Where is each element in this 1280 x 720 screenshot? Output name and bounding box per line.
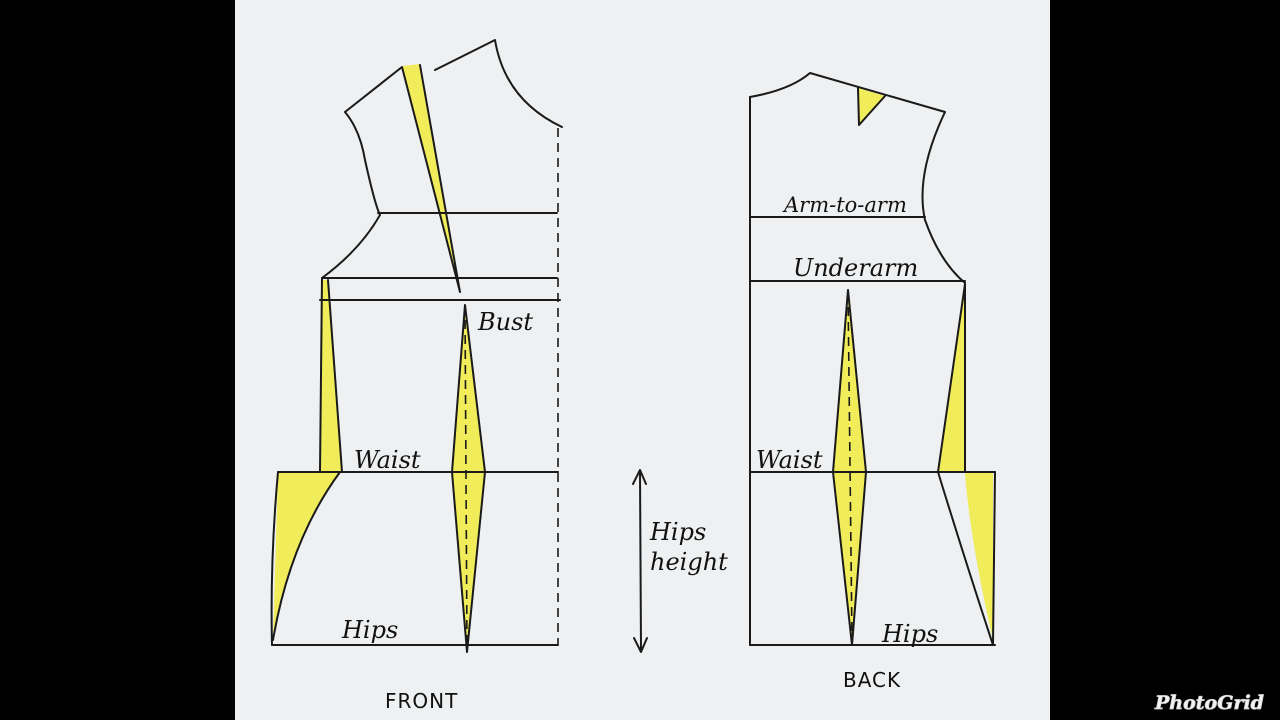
paper xyxy=(235,0,1050,720)
back-caption: BACK xyxy=(843,668,901,692)
back-shoulder-dart xyxy=(858,88,885,125)
back-hip-flare xyxy=(965,473,993,640)
back-hips-label: Hips xyxy=(881,620,938,648)
bust-label: Bust xyxy=(477,308,533,336)
photogrid-watermark: PhotoGrid xyxy=(1154,692,1264,714)
front-caption: FRONT xyxy=(385,689,458,713)
back-armhole xyxy=(921,111,966,284)
front-side-dart xyxy=(320,280,342,472)
arm-to-arm-label: Arm-to-arm xyxy=(782,193,907,217)
underarm-label: Underarm xyxy=(793,254,918,282)
front-waist-dart xyxy=(452,305,485,650)
hips-height-label-2: height xyxy=(650,548,728,576)
back-bodice: Arm-to-arm Underarm Waist Hips BACK xyxy=(749,72,996,692)
hips-height-arrow: Hips height xyxy=(632,469,728,653)
hips-height-label: Hips xyxy=(649,518,706,546)
front-hip-flare xyxy=(273,473,340,640)
front-waist-label: Waist xyxy=(354,446,421,474)
front-hips-label: Hips xyxy=(341,616,398,644)
back-waist-dart xyxy=(833,290,866,645)
front-armhole xyxy=(321,111,381,279)
front-bodice: Bust Waist Hips FRONT xyxy=(270,39,563,713)
back-waist-label: Waist xyxy=(756,446,823,474)
